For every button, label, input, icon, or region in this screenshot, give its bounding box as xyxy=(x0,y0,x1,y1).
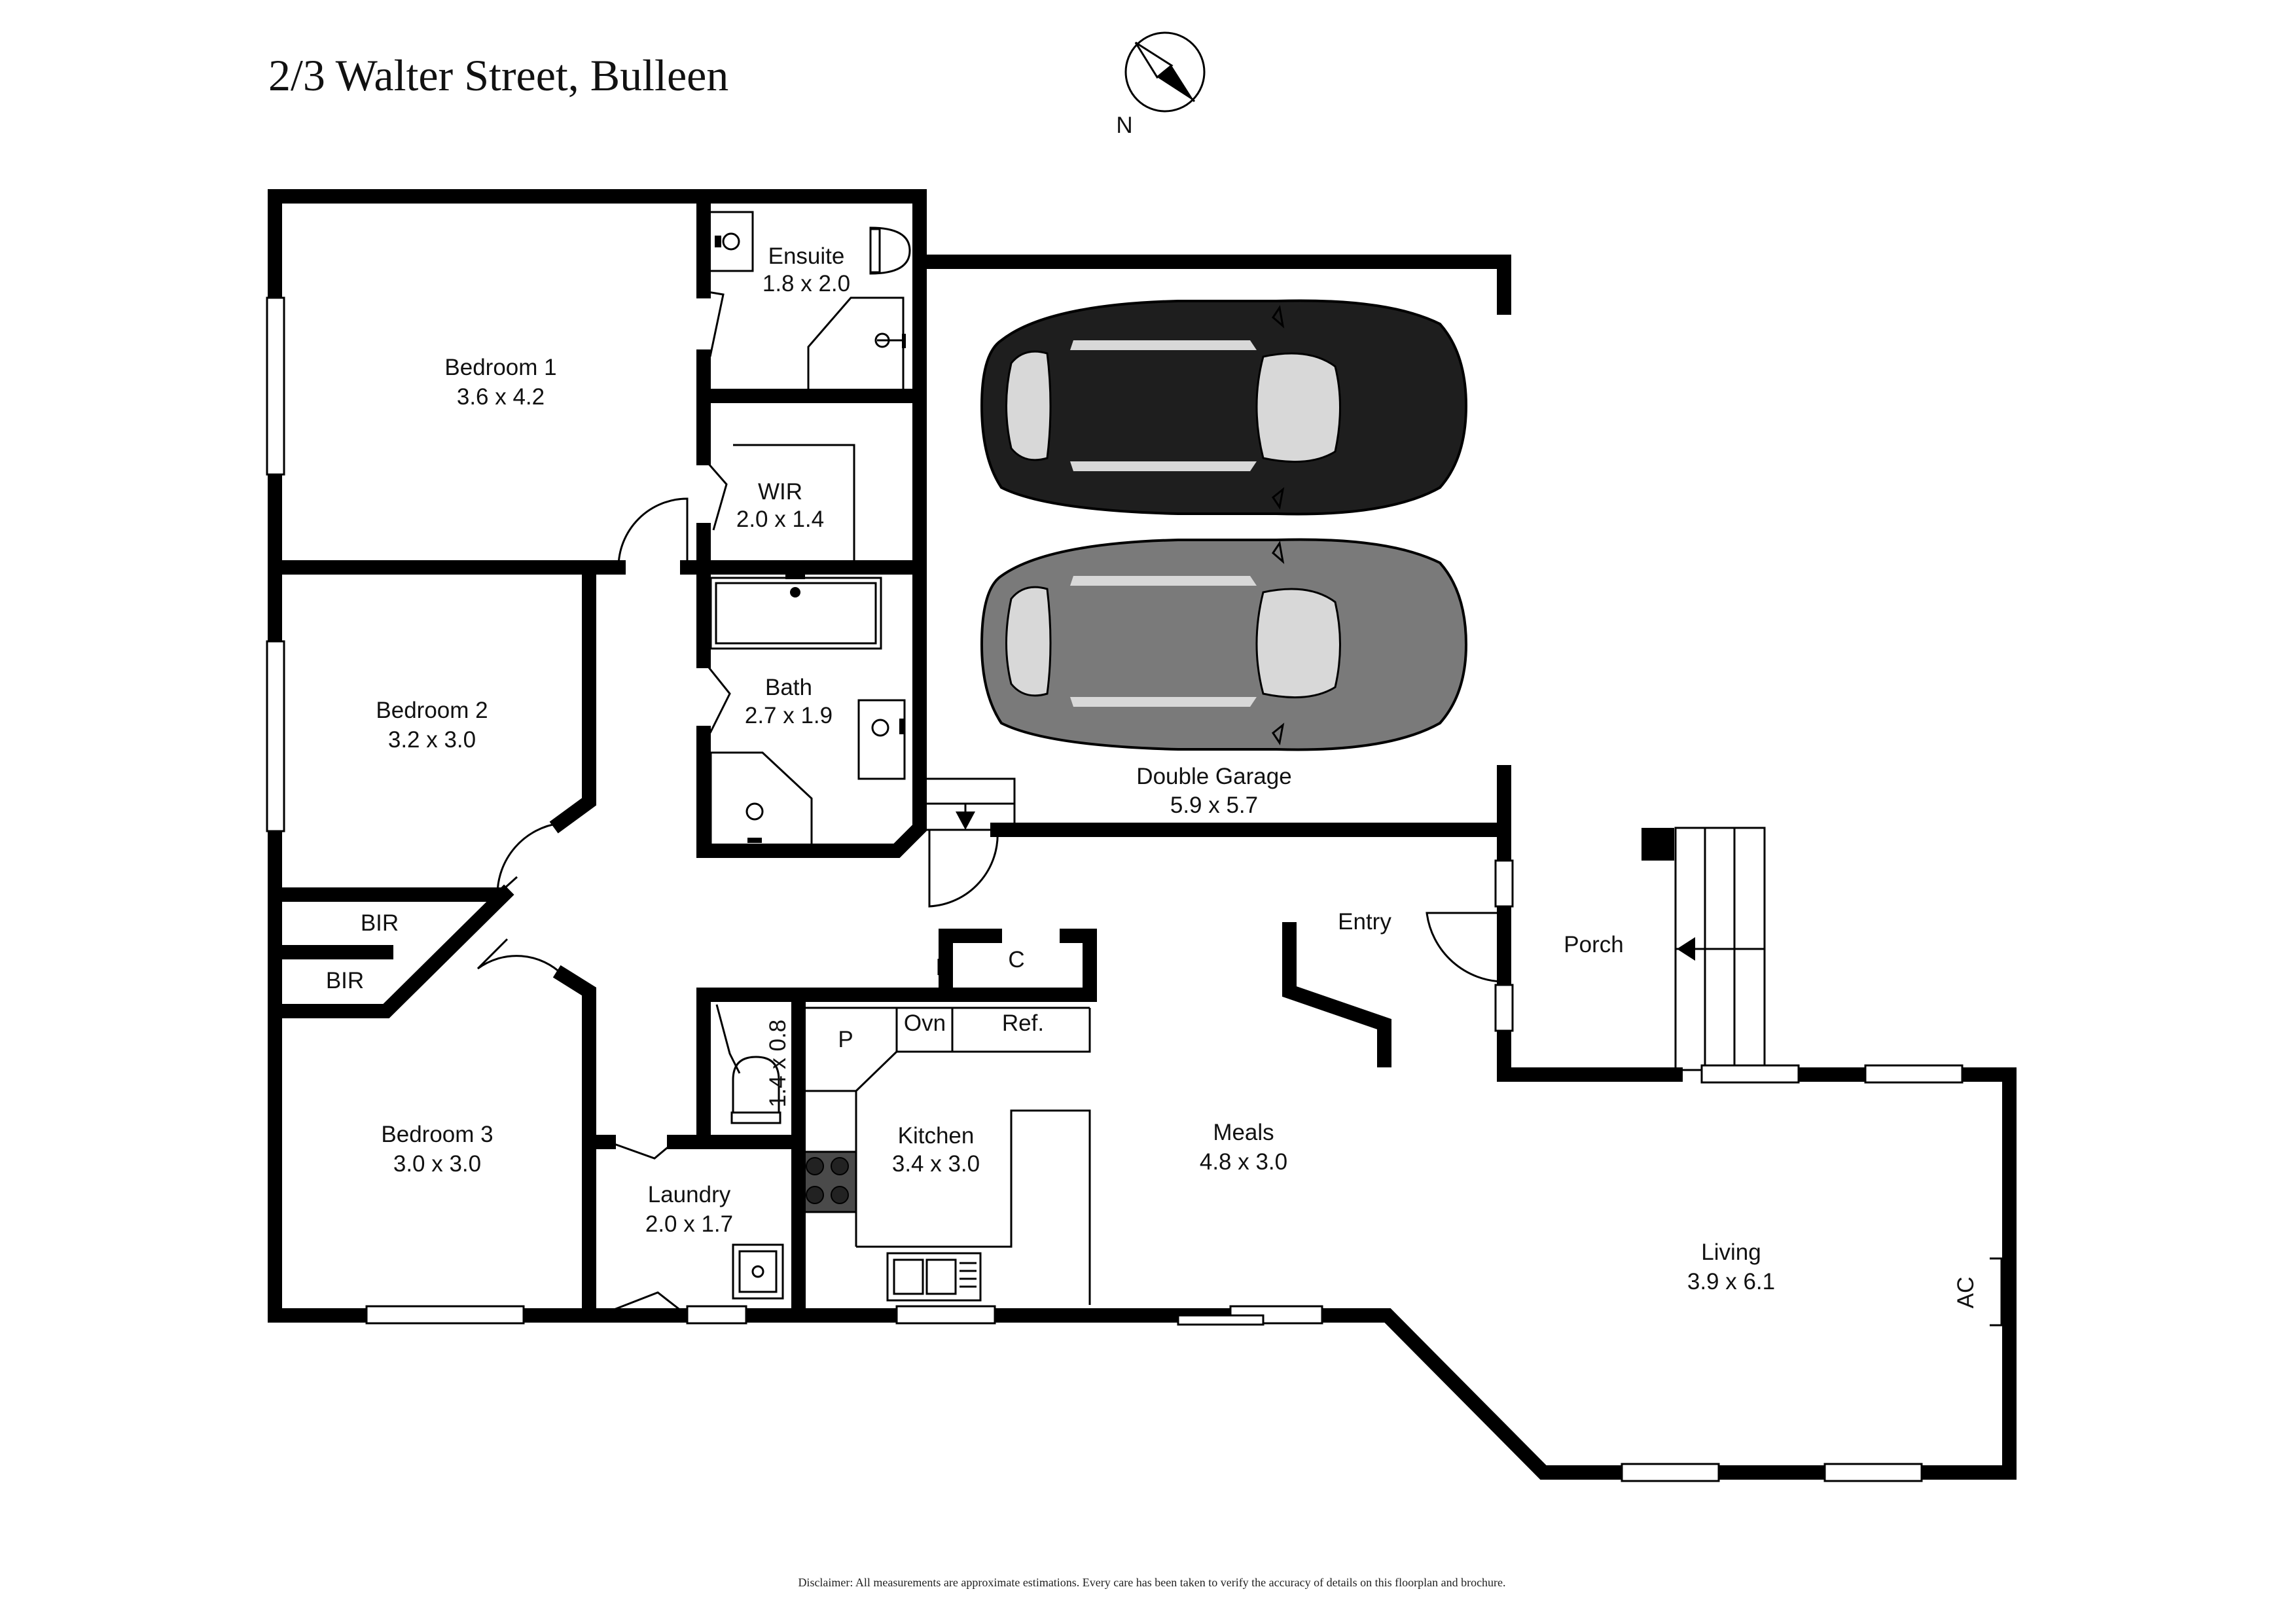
bedroom2-name: Bedroom 2 xyxy=(376,698,488,723)
bath-size: 2.7 x 1.9 xyxy=(745,703,833,728)
bir1-name: BIR xyxy=(361,910,399,936)
wir-size: 2.0 x 1.4 xyxy=(736,507,824,532)
laundry-name: Laundry xyxy=(648,1182,731,1207)
page-title: 2/3 Walter Street, Bulleen xyxy=(268,50,728,100)
laundry-tub-icon xyxy=(732,1243,784,1300)
meals-size: 4.8 x 3.0 xyxy=(1200,1149,1287,1175)
bedroom2-size: 3.2 x 3.0 xyxy=(388,727,476,753)
garage-name: Double Garage xyxy=(1136,764,1291,789)
ensuite-size: 1.8 x 2.0 xyxy=(762,271,850,296)
car-grey-icon xyxy=(980,538,1468,751)
bath-vanity-icon xyxy=(857,699,906,780)
wir-name: WIR xyxy=(758,479,802,505)
porch-steps xyxy=(1641,827,1766,1071)
doors xyxy=(476,290,1505,1317)
kitchen-benches xyxy=(798,959,1091,1305)
bedroom3-size: 3.0 x 3.0 xyxy=(393,1151,481,1177)
bath-name: Bath xyxy=(765,675,812,700)
porch-name: Porch xyxy=(1564,932,1623,957)
ac-label: AC xyxy=(1953,1277,1979,1309)
ensuite-fixtures-icon xyxy=(708,211,911,394)
bir2-name: BIR xyxy=(326,968,364,993)
laundry-size: 2.0 x 1.7 xyxy=(645,1211,733,1237)
garage-step xyxy=(915,777,1016,831)
ensuite-name: Ensuite xyxy=(768,243,845,269)
compass-icon xyxy=(1124,31,1206,113)
meals-name: Meals xyxy=(1213,1120,1274,1145)
kitchen-name: Kitchen xyxy=(898,1123,975,1149)
cupboard-name: C xyxy=(1008,947,1024,972)
oven-name: Ovn xyxy=(904,1010,946,1036)
garage-size: 5.9 x 5.7 xyxy=(1170,793,1258,818)
windows xyxy=(266,296,1964,1482)
bathtub-icon xyxy=(709,574,882,650)
bedroom1-size: 3.6 x 4.2 xyxy=(457,384,545,410)
disclaimer: Disclaimer: All measurements are approxi… xyxy=(798,1576,1505,1589)
wc-size: 1.4 x 0.8 xyxy=(765,1020,791,1107)
kitchen-sink-icon xyxy=(886,1252,982,1302)
compass-label: N xyxy=(1116,113,1132,138)
entry-name: Entry xyxy=(1338,909,1391,935)
living-size: 3.9 x 6.1 xyxy=(1687,1269,1775,1294)
bedroom3-name: Bedroom 3 xyxy=(381,1122,493,1147)
pantry-name: P xyxy=(838,1027,853,1052)
cooktop-icon xyxy=(797,1150,857,1213)
bedroom1-name: Bedroom 1 xyxy=(444,355,556,380)
fridge-name: Ref. xyxy=(1002,1010,1044,1036)
living-name: Living xyxy=(1701,1240,1761,1265)
ac-unit xyxy=(1990,1257,2003,1327)
car-dark-icon xyxy=(980,299,1468,516)
kitchen-size: 3.4 x 3.0 xyxy=(892,1151,980,1177)
bath-shower-icon xyxy=(709,751,813,852)
